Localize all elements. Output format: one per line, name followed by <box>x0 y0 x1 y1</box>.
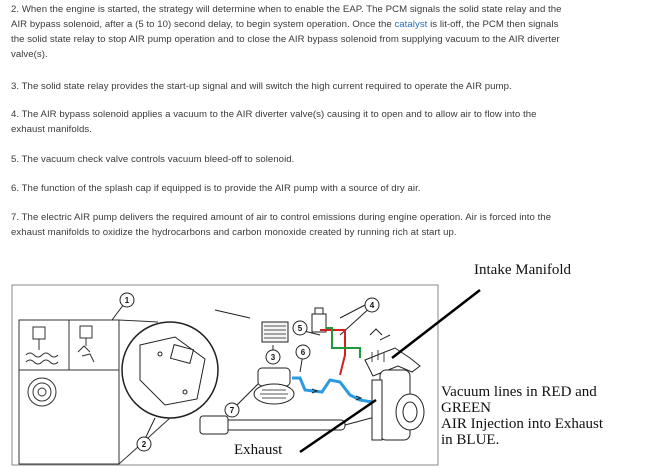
solid-state-relay <box>261 321 289 343</box>
exhaust-pipe <box>199 415 376 435</box>
catalyst-link[interactable]: catalyst <box>394 19 428 30</box>
paragraph-step-2-text-a: 2. When the engine is started, the strat… <box>11 4 562 30</box>
vacuum-line-green <box>326 327 361 358</box>
legend-line-2: GREEN <box>441 400 491 416</box>
paragraph-step-4: 4. The AIR bypass solenoid applies a vac… <box>11 109 537 135</box>
engine-block-right <box>371 369 425 441</box>
air-pump <box>253 367 295 405</box>
pcm-module-icon <box>139 336 206 406</box>
paragraph-step-3: 3. The solid state relay provides the st… <box>11 81 512 92</box>
callout-4: 4 <box>370 301 375 310</box>
exhaust-pointer-line <box>299 398 377 454</box>
callout-circles <box>119 292 380 452</box>
callout-1: 1 <box>125 296 130 305</box>
legend-line-3: AIR Injection into Exhaust <box>441 416 604 432</box>
callout-6: 6 <box>301 348 306 357</box>
air-injection-line-blue <box>292 376 381 404</box>
legend-line-1: Vacuum lines in RED and <box>441 384 597 400</box>
paragraph-step-2: 2. When the engine is started, the strat… <box>11 2 571 62</box>
solenoid-spray-icon <box>77 325 95 363</box>
legend-line-4: in BLUE. <box>441 432 500 448</box>
paragraph-step-2-text-b: is lit-off, the PCM then signals the sol… <box>11 19 560 60</box>
callout-7: 7 <box>230 406 235 415</box>
paragraph-step-5: 5. The vacuum check valve controls vacuu… <box>11 154 295 165</box>
relay-icon <box>25 326 59 365</box>
callout-5: 5 <box>298 324 303 333</box>
exhaust-label: Exhaust <box>234 442 283 458</box>
paragraph-step-6: 6. The function of the splash cap if equ… <box>11 183 421 194</box>
intake-manifold-label: Intake Manifold <box>474 262 572 278</box>
callout-3: 3 <box>271 353 276 362</box>
intake-manifold-shape <box>364 328 421 377</box>
diagram-frame <box>11 284 439 466</box>
paragraph-step-7: 7. The electric AIR pump delivers the re… <box>11 212 552 238</box>
air-bypass-solenoid <box>311 307 327 333</box>
line-color-legend: Vacuum lines in RED and GREEN AIR Inject… <box>441 384 646 448</box>
gear-icon <box>27 377 57 407</box>
callout-2: 2 <box>142 440 147 449</box>
intake-pointer-line <box>391 289 481 359</box>
